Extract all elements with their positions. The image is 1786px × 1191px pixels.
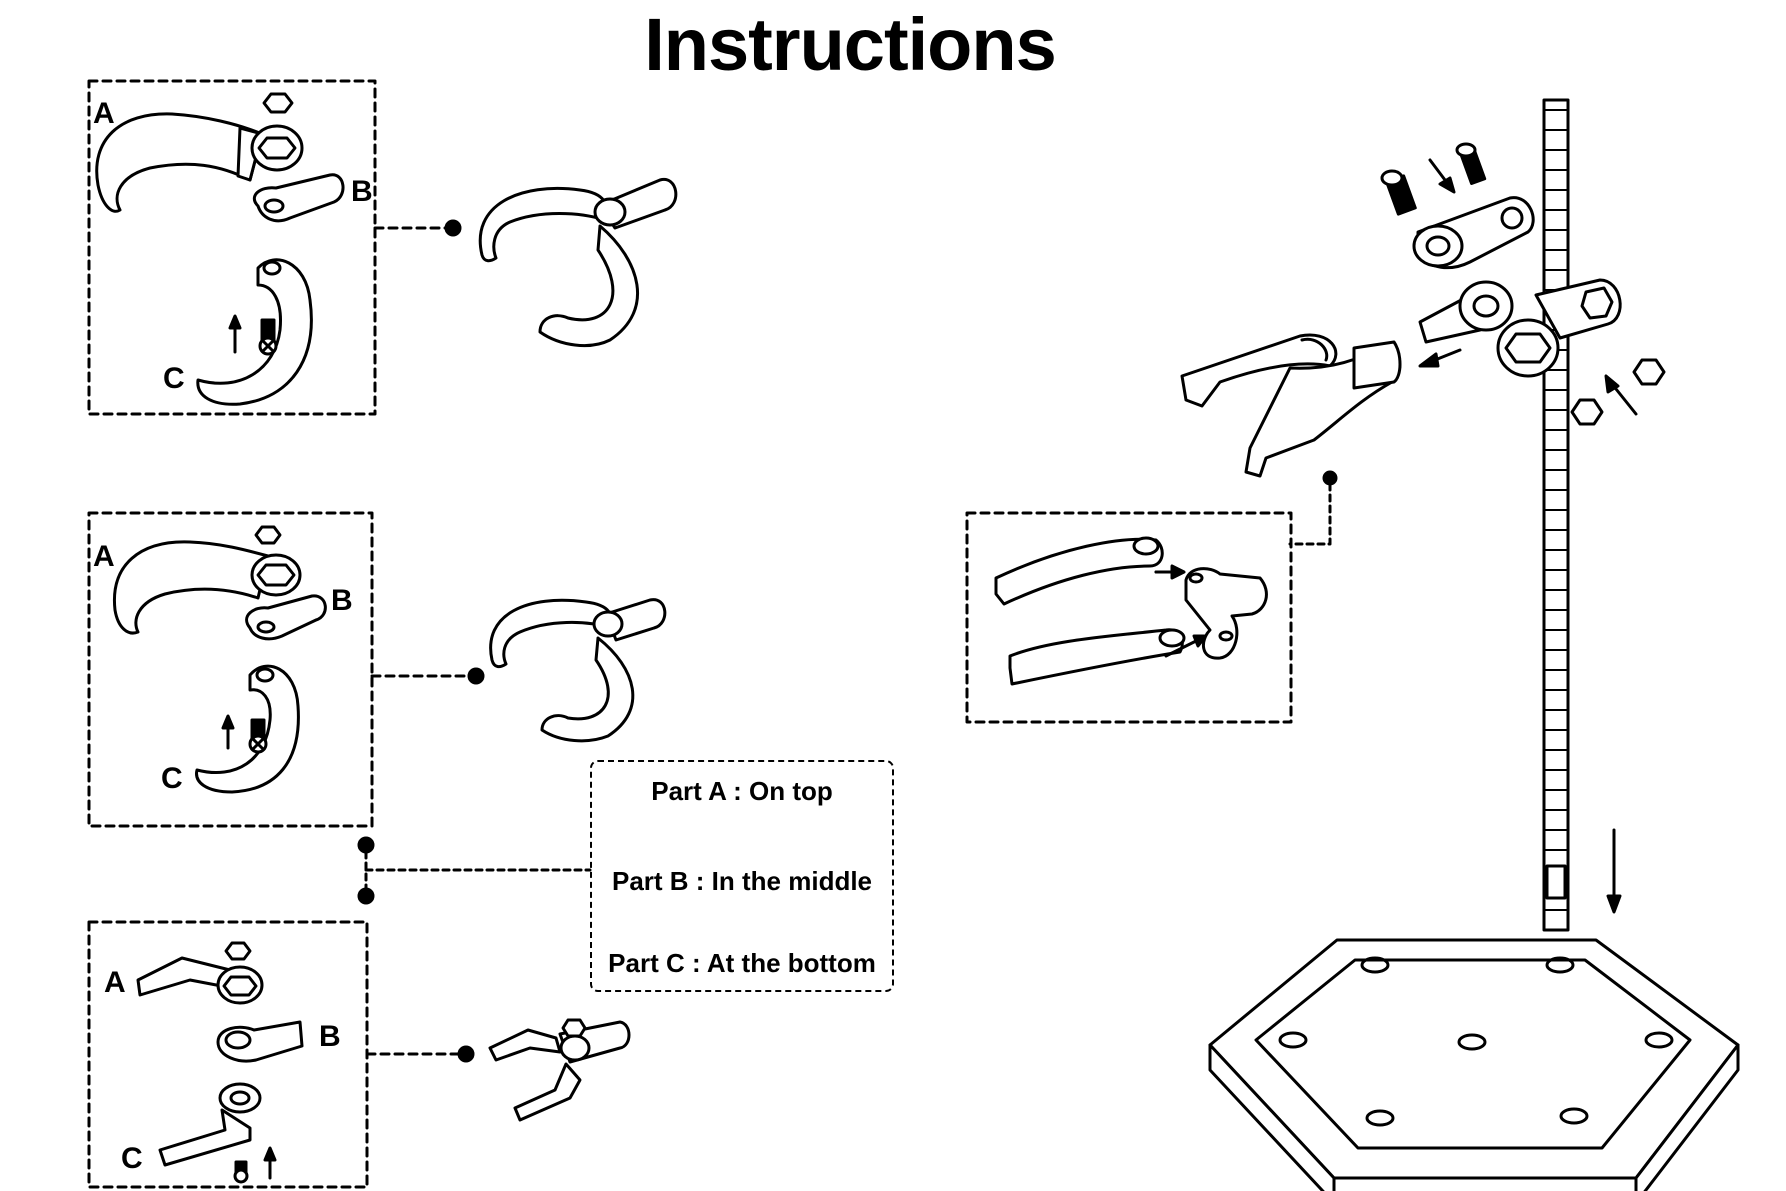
legend-part-b: Part B : In the middle — [611, 866, 873, 896]
part-label-b: B — [319, 1020, 341, 1053]
legend-part-c: Part C : At the bottom — [608, 948, 876, 978]
part-label-c: C — [121, 1142, 143, 1175]
step2-panel — [87, 511, 667, 828]
part-label-c: C — [161, 762, 183, 795]
page-title: Instructions — [644, 3, 1056, 86]
part-label-c: C — [163, 362, 185, 395]
legend-connector — [357, 836, 592, 905]
legend-part-a: Part A : On top — [651, 776, 833, 806]
part-label-a: A — [104, 966, 126, 999]
part-label-b: B — [331, 584, 353, 617]
part-order-legend: Part A : On top Part B : In the middle P… — [590, 760, 894, 992]
part-label-a: A — [93, 540, 115, 573]
part-label-b: B — [351, 175, 373, 208]
part-label-a: A — [93, 97, 115, 130]
stand-assembly — [965, 98, 1740, 1191]
step1-panel — [87, 79, 678, 416]
step3-panel — [87, 920, 631, 1189]
